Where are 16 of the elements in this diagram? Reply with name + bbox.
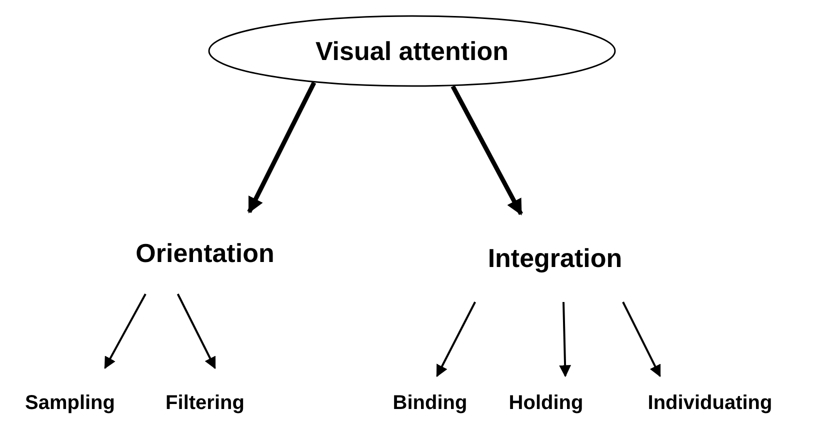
node-text: Sampling: [24, 392, 115, 415]
node-text: Holding: [508, 392, 584, 415]
arrow: [622, 302, 661, 378]
arrow: [176, 294, 216, 370]
node-text: Orientation: [136, 238, 274, 268]
arrow: [450, 85, 523, 216]
arrow: [436, 302, 476, 378]
arrow: [104, 294, 146, 370]
node-text: Integration: [488, 242, 622, 274]
node-text: Individuating: [648, 392, 772, 415]
node-text: Filtering: [166, 392, 244, 415]
node-text: Binding: [392, 392, 468, 415]
ellipse-node: [208, 15, 616, 87]
arrow: [559, 302, 572, 378]
arrow: [247, 82, 316, 214]
node-label: Visual attention: [315, 36, 509, 66]
